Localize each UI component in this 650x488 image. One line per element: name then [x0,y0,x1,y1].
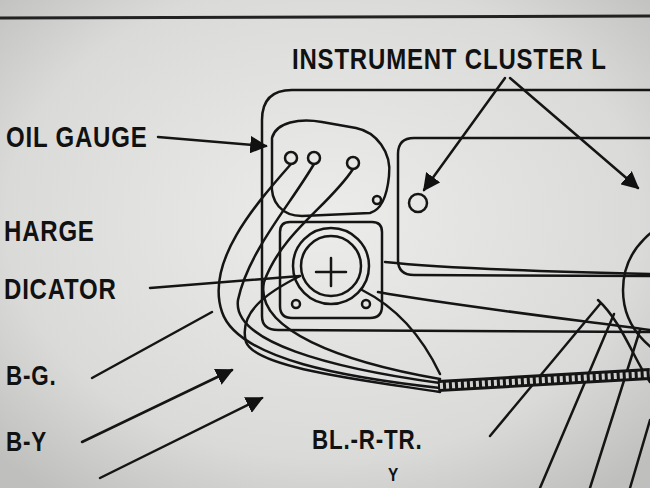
leader-line [150,276,300,288]
charge-indicator-plate [280,222,382,318]
terminal [285,152,297,164]
callout-label: OIL GAUGE [6,122,147,152]
wire-harness-hatch [440,374,650,386]
terminal [308,152,320,164]
wire-harness [438,374,650,386]
callout-label: DICATOR [4,274,117,304]
leader-line [490,304,600,436]
charge-indicator-dial [293,228,369,304]
leader-line [424,78,505,190]
leader-line [630,420,650,488]
charge-indicator-dial [301,236,361,296]
leader-line [158,137,266,146]
leader-line [540,314,614,488]
charge-indicator-needle [316,258,346,286]
callout-label: Y [388,466,399,484]
callout-label: B-Y [6,428,47,456]
callout-label: HARGE [4,216,95,246]
mount-hole [362,300,370,308]
wire [263,169,440,379]
leader-line [82,370,232,442]
callout-label: INSTRUMENT CLUSTER L [292,44,607,74]
leader-line [590,330,640,488]
cluster-lamp [409,194,427,212]
terminal [373,196,381,204]
cluster-inner-outline [398,138,650,276]
leader-line [510,78,638,188]
terminal [347,157,359,169]
wire [238,164,440,383]
wire [385,262,650,274]
wire [245,276,440,392]
leader-line [92,312,212,378]
wire [219,164,440,388]
mount-hole [292,300,300,308]
leader-line [100,398,262,478]
frame-line [0,16,650,18]
cluster-outline [262,90,650,332]
callout-label: B-G. [6,362,56,390]
wire [362,290,440,374]
callout-label: BL.-R-TR. [312,426,422,454]
